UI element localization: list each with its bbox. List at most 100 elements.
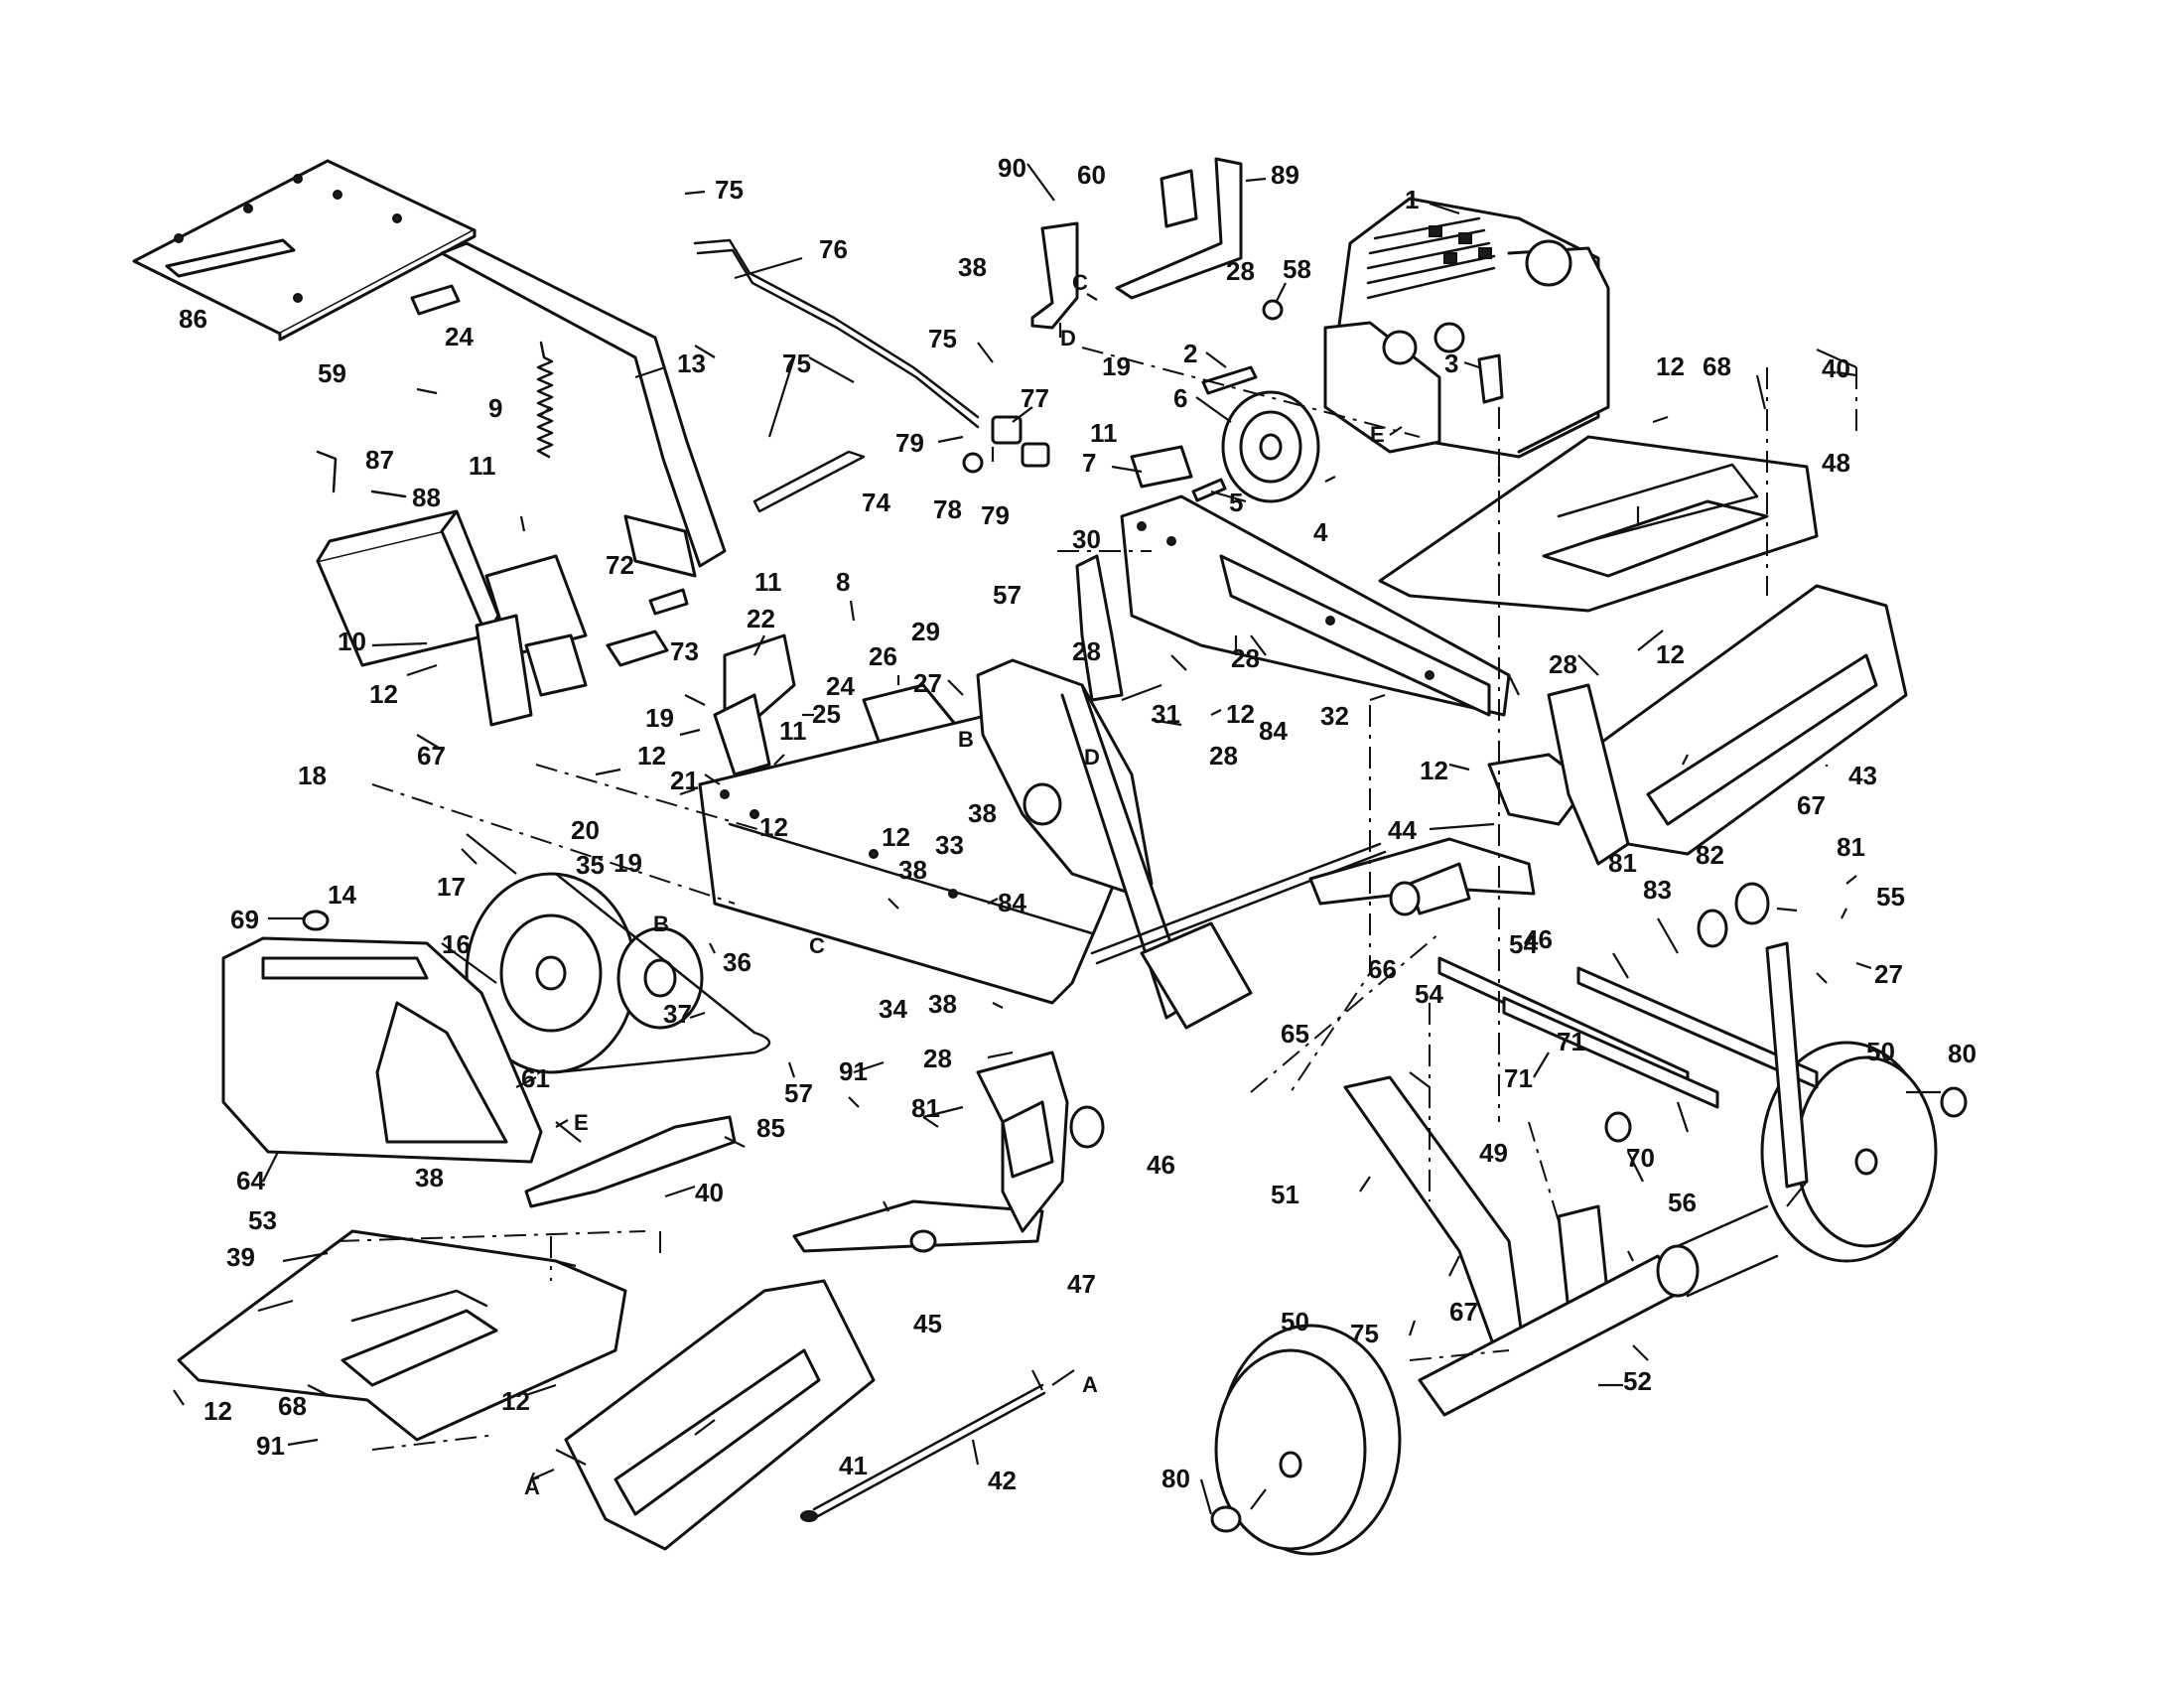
callout-79b: 79 — [981, 500, 1010, 530]
callout-42: 42 — [988, 1466, 1017, 1495]
callout-80a: 80 — [1948, 1039, 1977, 1068]
callout-3: 3 — [1444, 349, 1458, 378]
engine-assembly — [1323, 197, 1610, 459]
knob-14 — [302, 910, 330, 931]
marker-D-lower: D — [1084, 745, 1100, 770]
callout-74: 74 — [862, 488, 890, 517]
callout-75d: 75 — [1350, 1319, 1379, 1348]
callout-76: 76 — [819, 234, 848, 264]
callout-22: 22 — [747, 604, 775, 633]
callout-33: 33 — [935, 830, 964, 860]
marker-E-upper: E — [1370, 422, 1385, 447]
callout-82: 82 — [1696, 840, 1724, 870]
shield-39 — [177, 1229, 627, 1442]
callout-12h: 12 — [1656, 639, 1685, 669]
callout-25: 25 — [812, 699, 841, 729]
callout-28c: 28 — [1231, 643, 1260, 673]
shield-48 — [1378, 435, 1819, 613]
callout-24b: 24 — [826, 671, 855, 701]
callout-67b: 67 — [417, 741, 446, 771]
callout-85: 85 — [756, 1113, 785, 1143]
callout-50b: 50 — [1281, 1307, 1309, 1336]
bracket-73 — [606, 630, 669, 667]
belt-37 — [554, 872, 771, 1074]
callout-37: 37 — [663, 999, 692, 1029]
marker-A-right: A — [1082, 1372, 1098, 1397]
marker-E-lower: E — [574, 1110, 589, 1135]
handle-panel — [132, 159, 477, 342]
washer-58 — [1262, 299, 1284, 321]
callout-12f: 12 — [1420, 756, 1448, 785]
callout-77: 77 — [1021, 383, 1049, 413]
leader-lines — [173, 163, 1941, 1515]
tine-assembly-44 — [1308, 683, 1630, 916]
bushing-70 — [1604, 1111, 1632, 1143]
callout-12g: 12 — [1656, 351, 1685, 381]
callout-61: 61 — [521, 1063, 550, 1093]
callout-59: 59 — [318, 358, 346, 388]
marker-B-upper: B — [958, 727, 974, 752]
callout-34: 34 — [879, 994, 907, 1024]
engine-pulley-6 — [1221, 390, 1320, 503]
callout-72: 72 — [606, 550, 634, 580]
callout-12a: 12 — [369, 679, 398, 709]
callout-84b: 84 — [998, 888, 1026, 917]
wheel-50-right — [1760, 1041, 1938, 1263]
callout-88: 88 — [412, 483, 441, 512]
callout-48: 48 — [1822, 448, 1850, 478]
callout-36: 36 — [723, 947, 751, 977]
callout-54a: 54 — [1509, 929, 1538, 959]
callout-12c: 12 — [759, 812, 788, 842]
callout-67a: 67 — [1797, 790, 1826, 820]
callout-18: 18 — [298, 761, 327, 790]
callout-53: 53 — [248, 1205, 277, 1235]
callout-10: 10 — [338, 627, 366, 656]
callout-38d: 38 — [928, 989, 957, 1019]
callout-69: 69 — [230, 905, 259, 934]
callout-47: 47 — [1067, 1269, 1096, 1299]
marker-A-left: A — [524, 1474, 540, 1499]
callout-27a: 27 — [913, 668, 942, 698]
label-60 — [1160, 169, 1198, 228]
callout-67c: 67 — [1449, 1297, 1478, 1327]
callout-58: 58 — [1283, 254, 1311, 284]
callout-1: 1 — [1405, 185, 1419, 214]
callout-91a: 91 — [839, 1056, 868, 1086]
shift-rod-76 — [693, 238, 980, 419]
callout-21: 21 — [670, 766, 699, 795]
callout-57a: 57 — [993, 580, 1022, 610]
callout-83: 83 — [1643, 875, 1672, 905]
callout-38c: 38 — [898, 855, 927, 885]
callout-49: 49 — [1479, 1138, 1508, 1168]
callout-71a: 71 — [1557, 1027, 1585, 1056]
spring-9 — [536, 341, 554, 459]
callout-38a: 38 — [958, 252, 987, 282]
callout-5: 5 — [1229, 488, 1243, 517]
callout-79a: 79 — [895, 428, 924, 458]
lever-89 — [1115, 157, 1243, 300]
callout-26: 26 — [869, 641, 897, 671]
callout-14: 14 — [328, 880, 356, 910]
clip-88 — [370, 490, 407, 498]
shield-43 — [1596, 584, 1908, 856]
callout-28d: 28 — [1549, 649, 1577, 679]
callout-91b: 91 — [256, 1431, 285, 1461]
callout-43: 43 — [1848, 761, 1877, 790]
callout-75a: 75 — [715, 175, 744, 205]
callout-81a: 81 — [1608, 848, 1637, 878]
callout-73: 73 — [670, 636, 699, 666]
callout-27b: 27 — [1874, 959, 1903, 989]
callout-28f: 28 — [923, 1044, 952, 1073]
callout-7: 7 — [1082, 448, 1096, 478]
callout-38b: 38 — [968, 798, 997, 828]
connection-markers: A A B B C C D D E E — [524, 270, 1403, 1499]
callout-12j: 12 — [501, 1386, 530, 1416]
callout-39: 39 — [226, 1242, 255, 1272]
upper-frame-32 — [1120, 494, 1511, 717]
callout-6: 6 — [1173, 383, 1187, 413]
callout-44: 44 — [1388, 815, 1417, 845]
callout-19c: 19 — [1102, 351, 1131, 381]
callout-12b: 12 — [637, 741, 666, 771]
pin-24 — [410, 284, 461, 316]
